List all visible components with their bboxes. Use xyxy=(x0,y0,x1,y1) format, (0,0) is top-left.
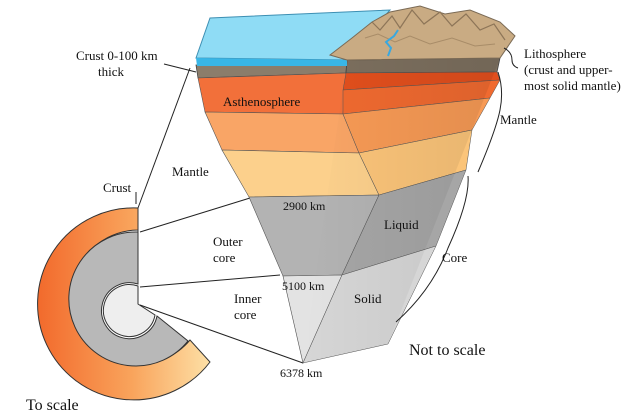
to-scale-outer-core xyxy=(68,231,189,367)
asthenosphere-label: Asthenosphere xyxy=(223,94,300,109)
core-bracket xyxy=(395,175,469,323)
crust-label: Crust xyxy=(103,180,132,195)
liquid-label: Liquid xyxy=(384,217,419,232)
inner-core-label-1: Inner xyxy=(234,291,262,306)
to-scale-inner-core xyxy=(102,284,156,337)
depth-5100-label: 5100 km xyxy=(282,279,325,293)
crust-thickness-label-1: Crust 0-100 km xyxy=(76,48,158,63)
to-scale-label: To scale xyxy=(26,397,79,414)
outer-core-label-1: Outer xyxy=(213,234,243,249)
outer-core-label-2: core xyxy=(213,250,236,265)
lithosphere-label-3: most solid mantle) xyxy=(524,78,621,93)
ocean-edge xyxy=(196,58,347,66)
not-to-scale-label: Not to scale xyxy=(409,342,485,359)
leader-lines xyxy=(135,63,304,364)
lithosphere-bracket xyxy=(503,47,519,69)
mantle-left-label: Mantle xyxy=(172,164,209,179)
river xyxy=(384,29,399,57)
depth-6378-label: 6378 km xyxy=(280,366,323,380)
to-scale-section xyxy=(37,207,211,401)
right-brackets xyxy=(395,47,519,323)
core-label: Core xyxy=(442,250,468,265)
depth-2900-label: 2900 km xyxy=(283,199,326,213)
inner-core-label-2: core xyxy=(234,307,257,322)
earth-wedge xyxy=(195,5,516,364)
lithosphere-label-2: (crust and upper- xyxy=(524,62,613,77)
crust-thickness-leader xyxy=(163,63,197,73)
lithosphere-label-1: Lithosphere xyxy=(524,46,586,61)
crust-thickness-label-2: thick xyxy=(98,64,124,79)
mantle-bracket xyxy=(477,71,503,173)
solid-label: Solid xyxy=(354,291,382,306)
labels: Crust 0-100 km thick Crust Mantle Asthen… xyxy=(26,46,621,414)
mountain-terrain xyxy=(328,5,516,61)
mantle-right-label: Mantle xyxy=(500,112,537,127)
